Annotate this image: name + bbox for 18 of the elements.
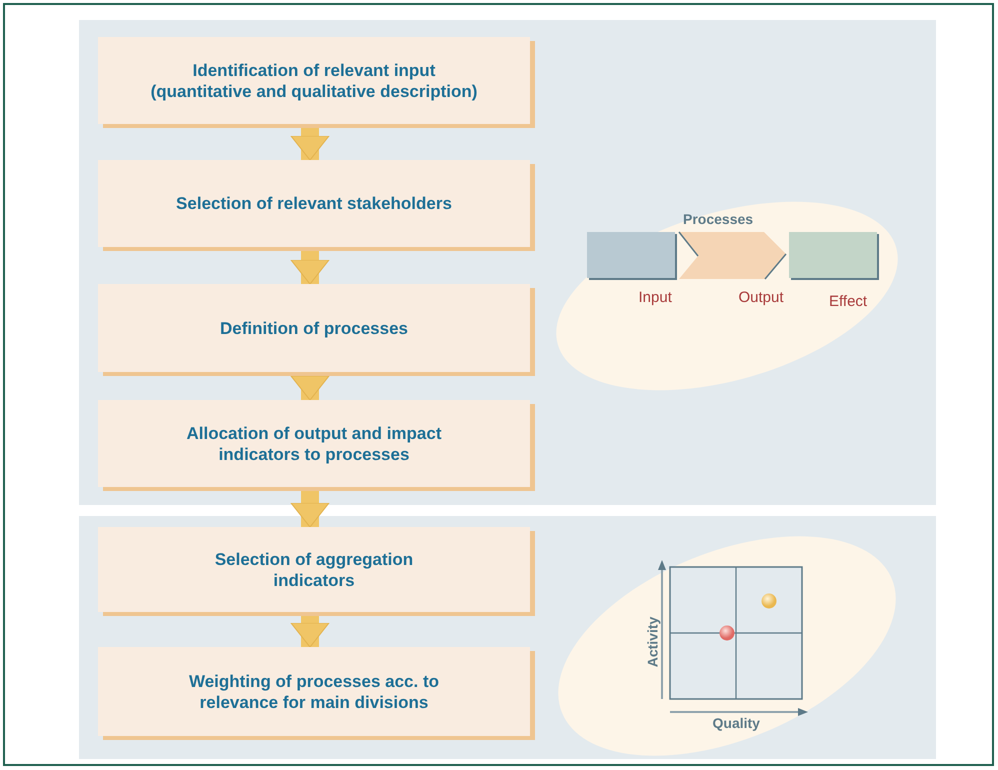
effect-label: Effect xyxy=(829,292,868,310)
axis-label: Quality xyxy=(712,715,760,731)
process-box xyxy=(98,527,530,612)
step-text: Selection of relevant stakeholders xyxy=(176,193,452,214)
axis-label: Activity xyxy=(644,616,660,668)
output-label: Output xyxy=(738,288,784,306)
step-text: Allocation of output and impact indicators to processes xyxy=(186,422,442,464)
step-text: Selection of aggregation indicators xyxy=(214,548,414,590)
input-label: Input xyxy=(638,288,672,306)
processes-label: Processes xyxy=(683,211,754,227)
process-box xyxy=(98,160,530,247)
process-box xyxy=(98,37,530,124)
step-text: Definition of processes xyxy=(220,318,408,338)
process-box xyxy=(98,647,530,736)
process-box xyxy=(98,284,530,372)
step-text: Weighting of processes acc. to relevance for main divisions xyxy=(188,670,440,712)
process-box xyxy=(98,400,530,487)
step-text: Identification of relevant input (quantitative and qualitative description) xyxy=(150,60,478,102)
